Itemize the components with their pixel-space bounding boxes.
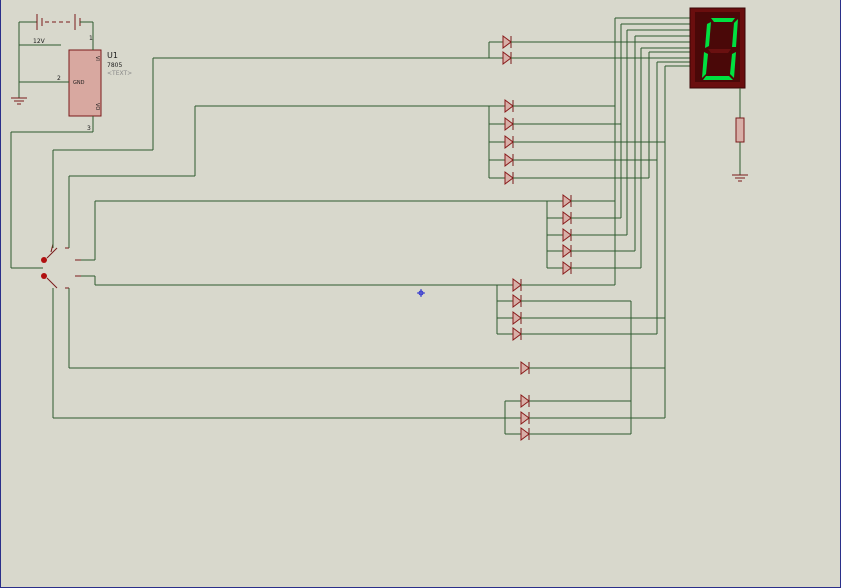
regulator-pin-vo: VO [94, 103, 100, 110]
resistor[interactable] [735, 88, 745, 175]
regulator-output-wire [10, 131, 93, 269]
regulator-u1[interactable]: U1 7805 <TEXT> GND 2 1 3 VI VO [19, 35, 132, 132]
diode-group-2[interactable] [488, 99, 665, 185]
regulator-pin-gnd: GND [73, 80, 85, 86]
rotary-switch[interactable] [41, 243, 81, 289]
regulator-text-placeholder: <TEXT> [107, 70, 132, 77]
diode-group-5[interactable] [504, 394, 665, 441]
battery-label: 12V [33, 38, 46, 45]
display-bus [614, 17, 691, 434]
ground-symbol-right [732, 174, 748, 182]
switch-wires [52, 57, 547, 419]
crosshair-cursor-icon [417, 289, 425, 297]
diode-group-1[interactable] [488, 35, 691, 65]
diode-group-4[interactable] [496, 278, 665, 341]
diode-single[interactable] [520, 361, 665, 375]
diode-group-3[interactable] [546, 194, 641, 275]
regulator-ref: U1 [107, 51, 118, 60]
ground-symbol-left [11, 45, 27, 105]
seven-segment-display[interactable] [689, 7, 746, 89]
regulator-part: 7805 [107, 62, 122, 69]
regulator-pin2: 2 [57, 75, 61, 82]
regulator-pin3: 3 [87, 125, 91, 132]
regulator-pin-vi: VI [94, 56, 100, 61]
battery[interactable]: 12V [18, 14, 94, 46]
regulator-pin1: 1 [89, 35, 93, 42]
digit-segments [702, 18, 738, 80]
